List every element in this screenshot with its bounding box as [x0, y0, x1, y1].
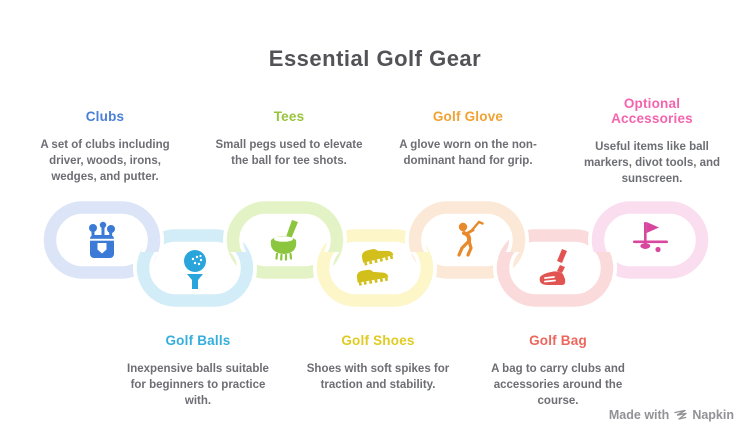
- page-title: Essential Golf Gear: [268, 46, 482, 71]
- item-description: A set of clubs including driver, woods, …: [40, 139, 170, 184]
- item-heading: Golf Bag: [529, 333, 587, 348]
- item-description: Inexpensive balls suitable for beginners…: [127, 363, 269, 408]
- item-description: Shoes with soft spikes for traction and …: [306, 363, 450, 392]
- item-golf-balls: Golf Balls Inexpensive balls suitable fo…: [123, 333, 273, 409]
- item-golf-glove: Golf Glove A glove worn on the non-domin…: [388, 109, 548, 169]
- item-heading: Golf Balls: [165, 333, 231, 348]
- golf-flag-hole-icon: [633, 222, 668, 253]
- chain-link-golf-bag: [493, 225, 617, 311]
- item-heading: Golf Shoes: [341, 333, 415, 348]
- golf-shoes-icon: [355, 244, 395, 286]
- watermark: Made with Napkin: [609, 408, 734, 422]
- chain-link-golf-shoes: [313, 225, 437, 311]
- item-heading: Clubs: [85, 109, 125, 124]
- golf-clubs-bag-icon: [89, 221, 115, 258]
- item-heading: Golf Glove: [432, 109, 504, 124]
- item-golf-shoes: Golf Shoes Shoes with soft spikes for tr…: [293, 333, 463, 393]
- watermark-prefix: Made with: [608, 408, 670, 422]
- item-golf-bag: Golf Bag A bag to carry clubs and access…: [478, 333, 638, 409]
- item-description: Small pegs used to elevate the ball for …: [215, 139, 363, 168]
- golf-ball-on-tee-icon: [184, 250, 206, 289]
- item-optional-accessories: Optional Accessories Useful items like b…: [574, 96, 730, 187]
- item-tees: Tees Small pegs used to elevate the ball…: [209, 109, 369, 169]
- golf-club-head-icon: [270, 220, 298, 261]
- item-description: Useful items like ball markers, divot to…: [583, 141, 721, 186]
- golf-club-icon: [539, 249, 567, 285]
- watermark-brand: Napkin: [692, 408, 734, 422]
- item-heading: Tees: [273, 109, 305, 124]
- item-clubs: Clubs A set of clubs including driver, w…: [25, 109, 185, 185]
- item-description: A glove worn on the non-dominant hand fo…: [399, 139, 537, 168]
- chain-link-golf-balls: [133, 225, 257, 311]
- napkin-logo-icon: [674, 409, 688, 420]
- golfer-swing-icon: [457, 220, 484, 257]
- item-description: A bag to carry clubs and accessories aro…: [491, 363, 625, 408]
- item-heading: Optional Accessories: [611, 96, 693, 126]
